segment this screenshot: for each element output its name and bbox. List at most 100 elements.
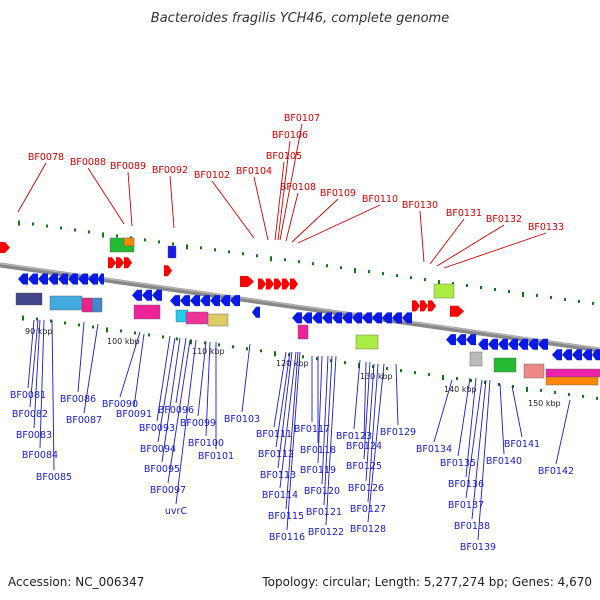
forward-gene-label[interactable]: BF0092 bbox=[152, 165, 188, 176]
reverse-gene-label[interactable]: BF0082 bbox=[12, 409, 48, 420]
gene-feature-block bbox=[433, 283, 455, 299]
forward-gene-label[interactable]: BF0132 bbox=[486, 214, 522, 225]
reverse-gene-label[interactable]: BF0094 bbox=[140, 444, 176, 455]
reverse-gene-label[interactable]: BF0097 bbox=[150, 485, 186, 496]
reverse-gene-label[interactable]: BF0081 bbox=[10, 390, 46, 401]
tick-mark-upper bbox=[466, 284, 468, 288]
reverse-gene-label[interactable]: BF0116 bbox=[269, 532, 305, 543]
forward-gene-label[interactable]: BF0102 bbox=[194, 170, 230, 181]
reverse-gene-label[interactable]: BF0125 bbox=[346, 461, 382, 472]
reverse-leader-line bbox=[39, 319, 45, 449]
reverse-gene-label[interactable]: BF0134 bbox=[416, 444, 452, 455]
forward-gene-label[interactable]: BF0109 bbox=[320, 188, 356, 199]
reverse-gene-arrow bbox=[572, 349, 582, 361]
reverse-gene-label[interactable]: BF0093 bbox=[139, 423, 175, 434]
tick-mark-upper bbox=[326, 264, 328, 268]
reverse-gene-label[interactable]: BF0120 bbox=[304, 486, 340, 497]
reverse-leader-line bbox=[161, 337, 181, 463]
reverse-leader-line bbox=[175, 339, 197, 505]
forward-gene-label[interactable]: BF0108 bbox=[280, 182, 316, 193]
reverse-gene-label[interactable]: BF0111 bbox=[256, 429, 292, 440]
forward-gene-label[interactable]: BF0110 bbox=[362, 194, 398, 205]
reverse-gene-label[interactable]: BF0096 bbox=[158, 405, 194, 416]
reverse-gene-label[interactable]: BF0124 bbox=[346, 441, 382, 452]
forward-gene-label[interactable]: BF0133 bbox=[528, 222, 564, 233]
tick-mark-lower bbox=[134, 331, 136, 335]
reverse-gene-label[interactable]: BF0100 bbox=[188, 438, 224, 449]
reverse-gene-label[interactable]: BF0136 bbox=[448, 479, 484, 490]
reverse-gene-label[interactable]: BF0129 bbox=[380, 427, 416, 438]
tick-mark-upper bbox=[242, 252, 244, 256]
forward-gene-label[interactable]: BF0104 bbox=[236, 166, 272, 177]
forward-leader-line bbox=[436, 224, 505, 267]
reverse-gene-label[interactable]: BF0087 bbox=[66, 415, 102, 426]
forward-gene-label[interactable]: BF0105 bbox=[266, 151, 302, 162]
tick-mark-lower bbox=[596, 396, 598, 400]
reverse-gene-labels[interactable]: BF0081BF0082BF0083BF0084BF0085BF0086BF00… bbox=[10, 390, 574, 553]
reverse-gene-label[interactable]: BF0122 bbox=[308, 527, 344, 538]
reverse-gene-label[interactable]: BF0099 bbox=[180, 418, 216, 429]
reverse-gene-label[interactable]: BF0142 bbox=[538, 466, 574, 477]
reverse-gene-label[interactable]: BF0127 bbox=[350, 504, 386, 515]
reverse-gene-arrow bbox=[342, 312, 352, 324]
tick-mark-upper bbox=[200, 246, 202, 250]
reverse-gene-arrow bbox=[528, 338, 538, 350]
forward-gene-label[interactable]: BF0089 bbox=[110, 161, 146, 172]
reverse-gene-label[interactable]: BF0090 bbox=[102, 399, 138, 410]
reverse-gene-label[interactable]: BF0128 bbox=[350, 524, 386, 535]
reverse-gene-label[interactable]: BF0103 bbox=[224, 414, 260, 425]
reverse-gene-label[interactable]: BF0114 bbox=[262, 490, 298, 501]
reverse-gene-label[interactable]: BF0126 bbox=[348, 483, 384, 494]
reverse-gene-label[interactable]: BF0117 bbox=[294, 424, 330, 435]
reverse-gene-label[interactable]: BF0113 bbox=[260, 470, 296, 481]
tick-mark-lower bbox=[302, 355, 304, 359]
reverse-gene-arrow bbox=[38, 273, 48, 285]
gene-tracks bbox=[0, 237, 600, 386]
reverse-gene-label[interactable]: BF0085 bbox=[36, 472, 72, 483]
reverse-gene-label[interactable]: BF0135 bbox=[440, 458, 476, 469]
forward-gene-label[interactable]: BF0078 bbox=[28, 152, 64, 163]
reverse-gene-label[interactable]: BF0095 bbox=[144, 464, 180, 475]
reverse-gene-arrow bbox=[582, 349, 592, 361]
reverse-leader-line bbox=[471, 379, 487, 520]
reverse-gene-label[interactable]: BF0115 bbox=[268, 511, 304, 522]
reverse-gene-label[interactable]: BF0138 bbox=[454, 521, 490, 532]
reverse-gene-label[interactable]: BF0112 bbox=[258, 449, 294, 460]
reverse-gene-label[interactable]: BF0139 bbox=[460, 542, 496, 553]
tick-mark-upper bbox=[522, 291, 524, 297]
reverse-gene-label[interactable]: BF0137 bbox=[448, 500, 484, 511]
forward-gene-label[interactable]: BF0088 bbox=[70, 157, 106, 168]
reverse-gene-arrow bbox=[478, 338, 488, 350]
forward-gene-label[interactable]: BF0106 bbox=[272, 130, 308, 141]
reverse-gene-label[interactable]: BF0121 bbox=[306, 507, 342, 518]
gene-feature-block bbox=[91, 297, 103, 313]
reverse-gene-arrow bbox=[362, 312, 372, 324]
reverse-gene-label[interactable]: BF0123 bbox=[336, 431, 372, 442]
forward-gene-label[interactable]: BF0131 bbox=[446, 208, 482, 219]
forward-leader-line bbox=[274, 161, 285, 241]
tick-mark-upper bbox=[536, 293, 538, 297]
forward-gene-label[interactable]: BF0130 bbox=[402, 200, 438, 211]
reverse-gene-label[interactable]: BF0141 bbox=[504, 439, 540, 450]
forward-leader-line bbox=[297, 204, 381, 244]
reverse-leader-line bbox=[511, 385, 523, 438]
reverse-leader-line bbox=[273, 351, 287, 428]
tick-mark-lower bbox=[540, 388, 542, 392]
tick-mark-upper bbox=[578, 299, 580, 303]
forward-leader-line bbox=[87, 167, 125, 225]
forward-gene-label[interactable]: BF0107 bbox=[284, 113, 320, 124]
gene-feature-block bbox=[185, 311, 209, 325]
reverse-gene-label[interactable]: BF0084 bbox=[22, 450, 58, 461]
reverse-gene-label[interactable]: BF0091 bbox=[116, 409, 152, 420]
reverse-gene-label[interactable]: BF0119 bbox=[300, 465, 336, 476]
reverse-gene-label[interactable]: BF0083 bbox=[16, 430, 52, 441]
reverse-gene-label[interactable]: BF0101 bbox=[198, 451, 234, 462]
tick-mark-lower bbox=[526, 386, 528, 392]
reverse-gene-label[interactable]: uvrC bbox=[165, 506, 188, 517]
reverse-gene-label[interactable]: BF0086 bbox=[60, 394, 96, 405]
reverse-leader-line bbox=[325, 355, 337, 526]
reverse-gene-label[interactable]: BF0140 bbox=[486, 456, 522, 467]
reverse-gene-label[interactable]: BF0118 bbox=[300, 445, 336, 456]
tick-mark-lower bbox=[50, 319, 52, 323]
